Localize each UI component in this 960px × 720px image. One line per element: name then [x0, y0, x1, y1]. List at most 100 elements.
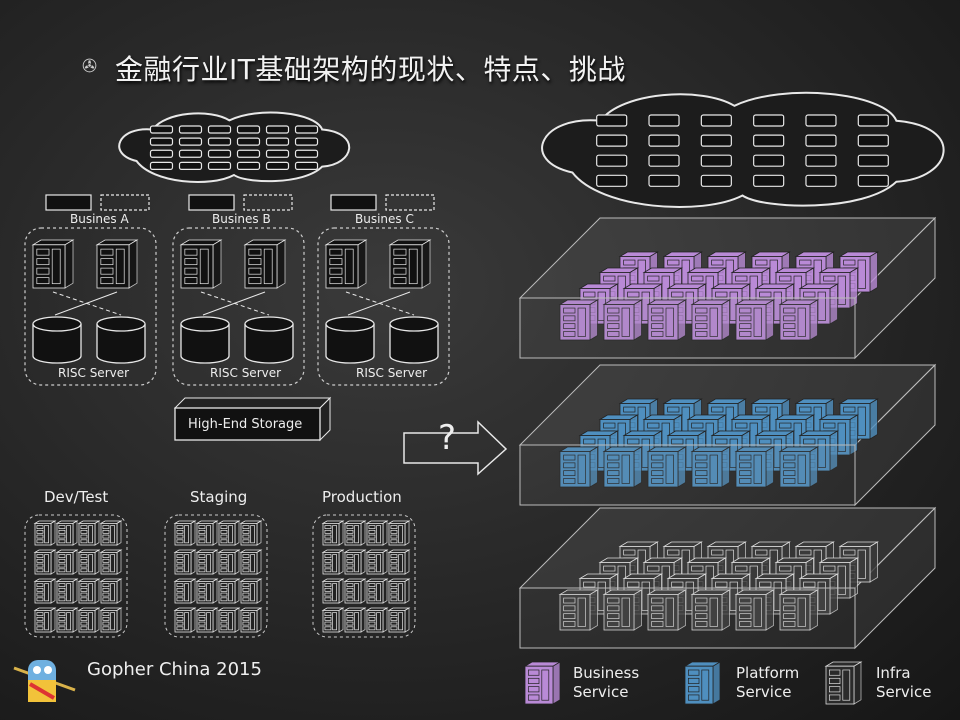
server-bay: [329, 277, 343, 285]
server-bay: [36, 626, 44, 631]
business-tier: [518, 216, 937, 360]
server-bay: [803, 581, 816, 588]
legend-infra: Infra Service: [876, 664, 931, 702]
server-bay: [528, 686, 540, 693]
server-bay: [783, 323, 796, 329]
server-panel: [797, 454, 806, 484]
server-bay: [563, 605, 576, 612]
server-bay: [346, 583, 354, 587]
server-bay: [390, 626, 398, 631]
tier-server-icon: [778, 299, 819, 341]
server-bay: [184, 258, 198, 266]
server-bay: [695, 315, 708, 322]
cloud-server-slot: [596, 154, 628, 167]
server-bay: [393, 277, 407, 285]
server-side: [94, 607, 100, 633]
server-bay: [667, 549, 680, 556]
small-cloud: [118, 111, 351, 184]
server-panel: [541, 669, 550, 701]
server-bay: [779, 422, 792, 429]
server-panel: [332, 554, 337, 573]
server-bay: [176, 583, 184, 587]
server-bay: [651, 307, 664, 314]
env-server-icon: [217, 578, 241, 604]
server-bay: [198, 534, 206, 539]
server-bay: [528, 677, 540, 684]
cloud-server-slot: [753, 114, 785, 127]
cloud-server-slot: [700, 174, 732, 187]
env-server-icon: [77, 578, 101, 604]
high-end-storage-label: High-End Storage: [188, 417, 303, 432]
server-bay: [368, 534, 376, 539]
server-panel: [44, 525, 49, 544]
server-panel: [184, 583, 189, 602]
server-bay: [607, 621, 620, 627]
server-bay: [739, 613, 752, 619]
server-panel: [228, 612, 233, 631]
env-production-label: Production: [322, 488, 402, 506]
server-bay: [324, 554, 332, 558]
env-server-icon: [239, 578, 263, 604]
server-bay: [242, 529, 250, 534]
server-side: [212, 549, 218, 575]
server-bay: [563, 470, 576, 476]
server-bay: [346, 616, 354, 621]
server-panel: [817, 291, 826, 321]
server-bay: [739, 315, 752, 322]
env-server-icon: [55, 549, 79, 575]
server-bay: [823, 565, 836, 572]
server-panel: [753, 454, 762, 484]
env-server-icon: [195, 549, 219, 575]
cloud-server-slot: [236, 125, 261, 134]
server-bay: [80, 626, 88, 631]
legend-business-icon: [523, 661, 562, 705]
server-bay: [627, 291, 640, 298]
server-bay: [220, 534, 228, 539]
server-bay: [36, 267, 50, 275]
server-side: [552, 661, 561, 705]
server-bay: [390, 539, 398, 544]
env-server-icon: [99, 549, 123, 575]
tier-server-icon: [778, 589, 819, 631]
server-bay: [799, 259, 812, 266]
server-panel: [376, 554, 381, 573]
server-panel: [857, 406, 866, 436]
server-bay: [36, 539, 44, 544]
server-bay: [390, 621, 398, 626]
server-bay: [735, 565, 748, 572]
tier-server-icon: [690, 299, 731, 341]
server-bay: [346, 554, 354, 558]
server-bay: [242, 592, 250, 597]
server-bay: [58, 597, 66, 602]
server-side: [869, 541, 878, 583]
tier-front: [519, 444, 856, 506]
server-panel: [228, 525, 233, 544]
env-server-icon: [173, 607, 197, 633]
server-bay: [695, 470, 708, 476]
server-panel: [332, 612, 337, 631]
server-bay: [783, 597, 796, 604]
server-side: [72, 578, 78, 604]
server-bay: [346, 558, 354, 563]
server-side: [338, 607, 344, 633]
server-bay: [184, 267, 198, 275]
server-bay: [368, 612, 376, 616]
env-server-icon: [33, 578, 57, 604]
server-panel: [44, 612, 49, 631]
cloud-outline: [541, 91, 945, 209]
server-bay: [242, 616, 250, 621]
server-bay: [563, 597, 576, 604]
server-bay: [100, 258, 114, 266]
server-panel: [376, 525, 381, 544]
server-bay: [102, 525, 110, 529]
server-panel: [110, 583, 115, 602]
server-bay: [324, 587, 332, 592]
server-panel: [332, 583, 337, 602]
cloud-server-slot: [648, 114, 680, 127]
env-server-icon: [343, 549, 367, 575]
cloud-server-slot: [753, 134, 785, 147]
server-panel: [376, 583, 381, 602]
risc-server-group: [24, 227, 157, 386]
database-top: [389, 316, 439, 332]
